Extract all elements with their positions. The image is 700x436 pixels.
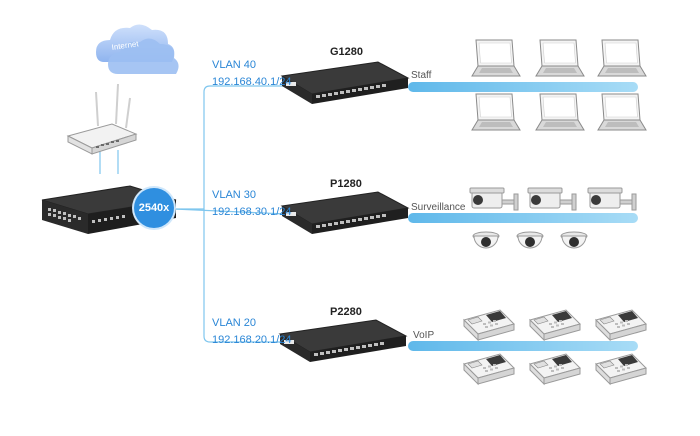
vlan-subnet: 192.168.30.1/24 (212, 206, 292, 218)
switch-g1280-label: G1280 (330, 46, 364, 58)
switch-p2280-label: P2280 (330, 306, 362, 318)
surveillance-segment-label: Surveillance (411, 202, 466, 213)
laptop-icon (597, 93, 647, 131)
router-icon (66, 83, 138, 155)
laptop-icon (535, 39, 585, 77)
vlan20-label: VLAN 20 192.168.20.1/24 (212, 316, 292, 347)
vlan40-label: VLAN 40 192.168.40.1/24 (212, 58, 292, 89)
staff-segment-bar (408, 82, 638, 92)
ip-phone-icon (595, 353, 647, 385)
vlan-name: VLAN 40 (212, 59, 257, 71)
dome-camera-icon (516, 231, 544, 249)
dome-camera-icon (560, 231, 588, 249)
link-vlan40 (174, 85, 286, 210)
vlan30-label: VLAN 30 192.168.30.1/24 (212, 188, 292, 219)
laptop-icon (535, 93, 585, 131)
laptop-icon (597, 39, 647, 77)
ip-phone-icon (463, 309, 515, 341)
ip-phone-icon (529, 353, 581, 385)
vlan-subnet: 192.168.40.1/24 (212, 76, 292, 88)
vlan-name: VLAN 30 (212, 189, 257, 201)
vlan-subnet: 192.168.20.1/24 (212, 334, 292, 346)
laptop-icon (471, 39, 521, 77)
switch-g1280-icon (281, 61, 409, 105)
ip-phone-icon (595, 309, 647, 341)
voip-segment-bar (408, 341, 638, 351)
ip-phone-icon (529, 309, 581, 341)
switch-p1280-label: P1280 (330, 178, 362, 190)
router-uplink-line (99, 150, 119, 174)
link-vlan30 (173, 208, 287, 215)
laptop-icon (471, 93, 521, 131)
bullet-camera-icon (469, 187, 519, 211)
core-switch-model: 2540x (138, 202, 170, 214)
link-vlan20 (203, 209, 282, 343)
cloud-label: Internet (111, 39, 140, 52)
internet-cloud-icon: Internet (96, 24, 179, 74)
bullet-camera-icon (527, 187, 577, 211)
vlan-name: VLAN 20 (212, 317, 257, 329)
voip-segment-label: VoIP (413, 330, 435, 341)
dome-camera-icon (472, 231, 500, 249)
core-switch-badge: 2540x (134, 188, 174, 228)
switch-p1280-icon (281, 191, 409, 235)
ip-phone-icon (463, 353, 515, 385)
staff-segment-label: Staff (411, 70, 432, 81)
switch-p2280-icon (279, 319, 407, 363)
bullet-camera-icon (587, 187, 637, 211)
surveillance-segment-bar (408, 213, 638, 223)
